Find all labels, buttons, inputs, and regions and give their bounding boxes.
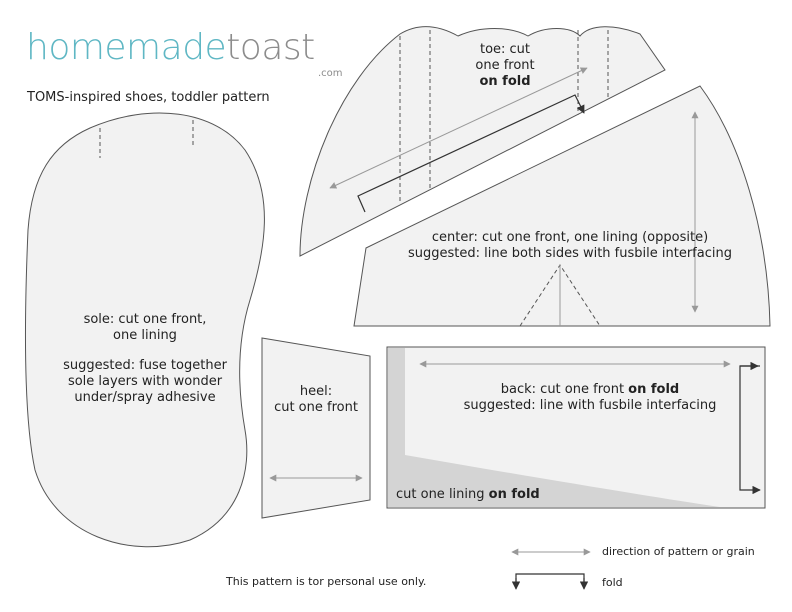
center-label: center: cut one front, one lining (oppos… — [400, 230, 740, 262]
back-lining-area — [388, 348, 720, 507]
center-label-line1: center: cut one front, one lining (oppos… — [431, 230, 709, 245]
toe-label-line2: one front — [475, 58, 535, 73]
sole-piece — [24, 112, 265, 548]
back-label-line2: suggested: line with fusbile interfacing — [463, 398, 717, 413]
sole-label: sole: cut one front, one lining suggeste… — [50, 312, 240, 406]
toe-label: toe: cut one front on fold — [470, 42, 540, 90]
center-label-line2: suggested: line both sides with fusbile … — [408, 246, 732, 261]
pattern-subtitle: TOMS-inspired shoes, toddler pattern — [27, 90, 270, 105]
center-piece — [353, 85, 771, 327]
sole-label-line5: under/spray adhesive — [74, 390, 216, 405]
legend-fold-bracket — [515, 573, 585, 586]
heel-piece — [261, 337, 371, 519]
logo-text-secondary: toast — [226, 27, 315, 68]
heel-label-line1: heel: — [299, 384, 333, 399]
back-lining-label: cut one lining on fold — [396, 487, 540, 502]
toe-label-line3: on fold — [479, 74, 531, 89]
logo-text-primary: homemade — [26, 27, 227, 68]
sole-label-line4: sole layers with wonder — [67, 374, 223, 389]
back-label: back: cut one front on fold suggested: l… — [430, 382, 750, 414]
back-label-line1: back: cut one front on fold — [500, 382, 680, 397]
personal-use-note: This pattern is tor personal use only. — [226, 575, 427, 588]
sole-label-line3: suggested: fuse together — [63, 358, 227, 373]
heel-label: heel: cut one front — [266, 384, 366, 416]
sole-label-line1: sole: cut one front, — [83, 312, 207, 327]
legend-fold-label: fold — [602, 576, 623, 589]
logo: homemadetoast .com — [26, 27, 343, 80]
toe-grain-arrow — [329, 67, 588, 189]
logo-suffix: .com — [318, 68, 343, 79]
sole-label-line2: one lining — [113, 328, 177, 343]
heel-label-line2: cut one front — [274, 400, 358, 415]
legend-grain-label: direction of pattern or grain — [602, 545, 755, 558]
toe-label-line1: toe: cut — [479, 42, 531, 57]
toe-fold-arrow — [357, 94, 585, 213]
